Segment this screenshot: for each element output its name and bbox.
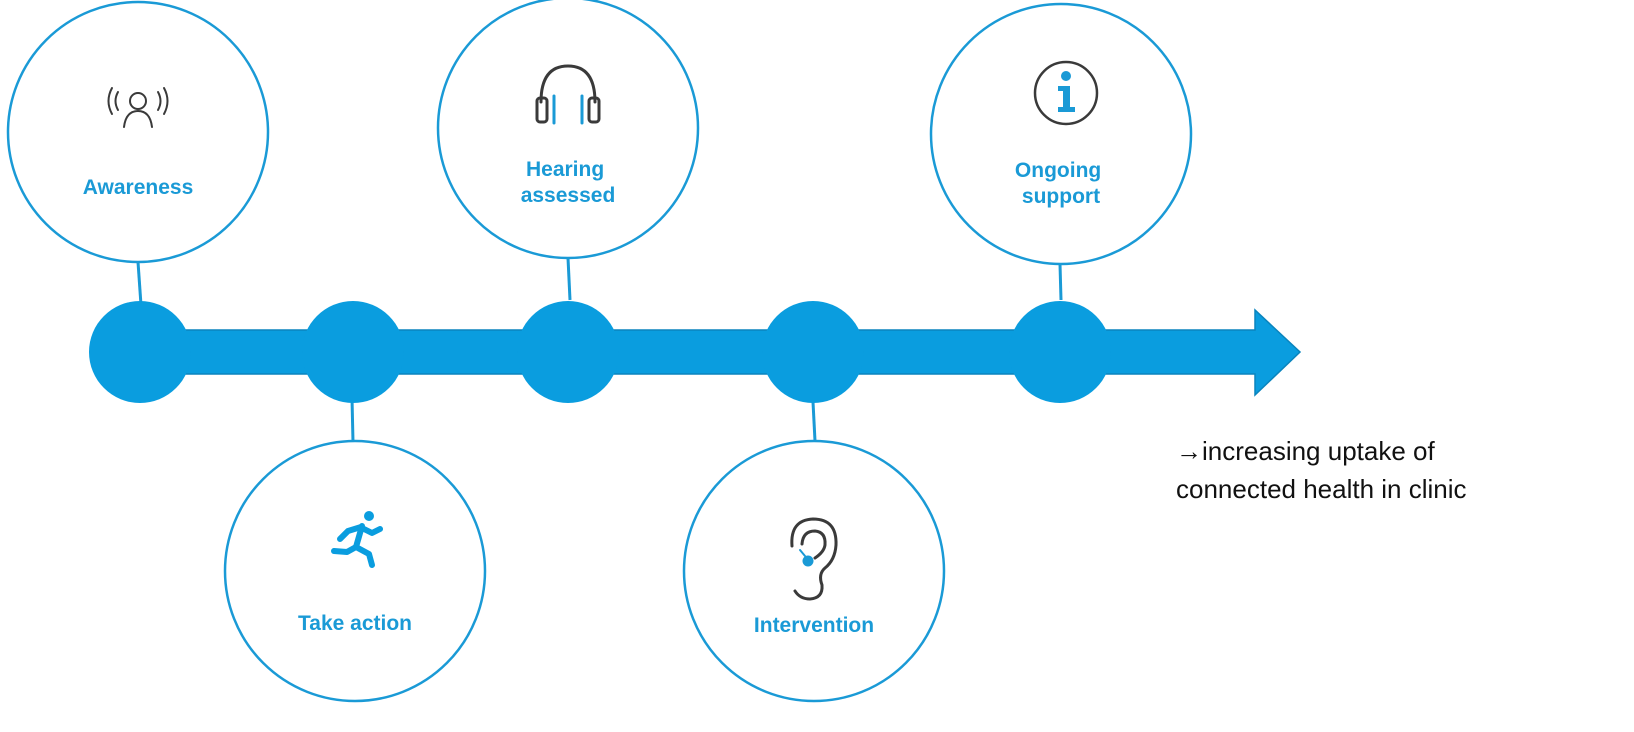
stage-label-line: Take action — [298, 612, 412, 635]
stage-label-line: Intervention — [754, 614, 874, 637]
timeline-node-hearing-assessed — [517, 301, 619, 403]
stage-circle — [223, 439, 487, 703]
timeline-node-take-action — [302, 301, 404, 403]
svg-text:connected health in clinic: connected health in clinic — [1176, 474, 1467, 504]
timeline-node-awareness — [89, 301, 191, 403]
timeline-node-ongoing-support — [1009, 301, 1111, 403]
connector-intervention — [811, 401, 817, 442]
stage-awareness: Awareness — [6, 0, 270, 264]
svg-text:Intervention: Intervention — [754, 614, 874, 637]
svg-text:Hearing assessed: Hearing assessed — [521, 158, 616, 207]
outcome-note: →increasing uptake of connected health i… — [1176, 436, 1467, 504]
svg-text:→increasing uptake of: →increasing uptake of — [1176, 436, 1435, 466]
stage-circle — [682, 439, 946, 703]
stage-label-line: support — [1022, 185, 1100, 208]
timeline-node-intervention — [762, 301, 864, 403]
stage-circle — [6, 0, 270, 264]
stage-label-line: Awareness — [83, 176, 194, 199]
svg-text:Awareness: Awareness — [83, 176, 194, 199]
stage-label-line: Ongoing — [1015, 159, 1101, 182]
stage-ongoing-support: Ongoing support — [929, 2, 1193, 266]
stage-take-action: Take action — [223, 439, 487, 703]
connector-ongoing-support — [1058, 263, 1063, 301]
svg-text:Take action: Take action — [298, 612, 412, 635]
note-arrow: → — [1176, 436, 1202, 466]
stage-label-line: Hearing — [526, 158, 604, 181]
headphones-icon — [535, 64, 601, 125]
connector-hearing-assessed — [566, 257, 572, 301]
connector-take-action — [350, 397, 355, 443]
stage-label-line: assessed — [521, 184, 616, 207]
note-line-2: connected health in clinic — [1176, 474, 1467, 504]
stage-intervention: Intervention — [682, 439, 946, 703]
connector-awareness — [136, 261, 143, 306]
info-icon — [1033, 60, 1099, 126]
ear-icon — [790, 517, 838, 601]
stage-circle — [436, 0, 700, 260]
stage-hearing-assessed: Hearing assessed — [436, 0, 700, 260]
note-line-1: increasing uptake of — [1202, 436, 1435, 466]
broadcast-person-icon — [107, 87, 169, 128]
running-person-icon — [331, 511, 383, 568]
svg-text:Ongoing support: Ongoing support — [1015, 159, 1107, 208]
stage-circle — [929, 2, 1193, 266]
